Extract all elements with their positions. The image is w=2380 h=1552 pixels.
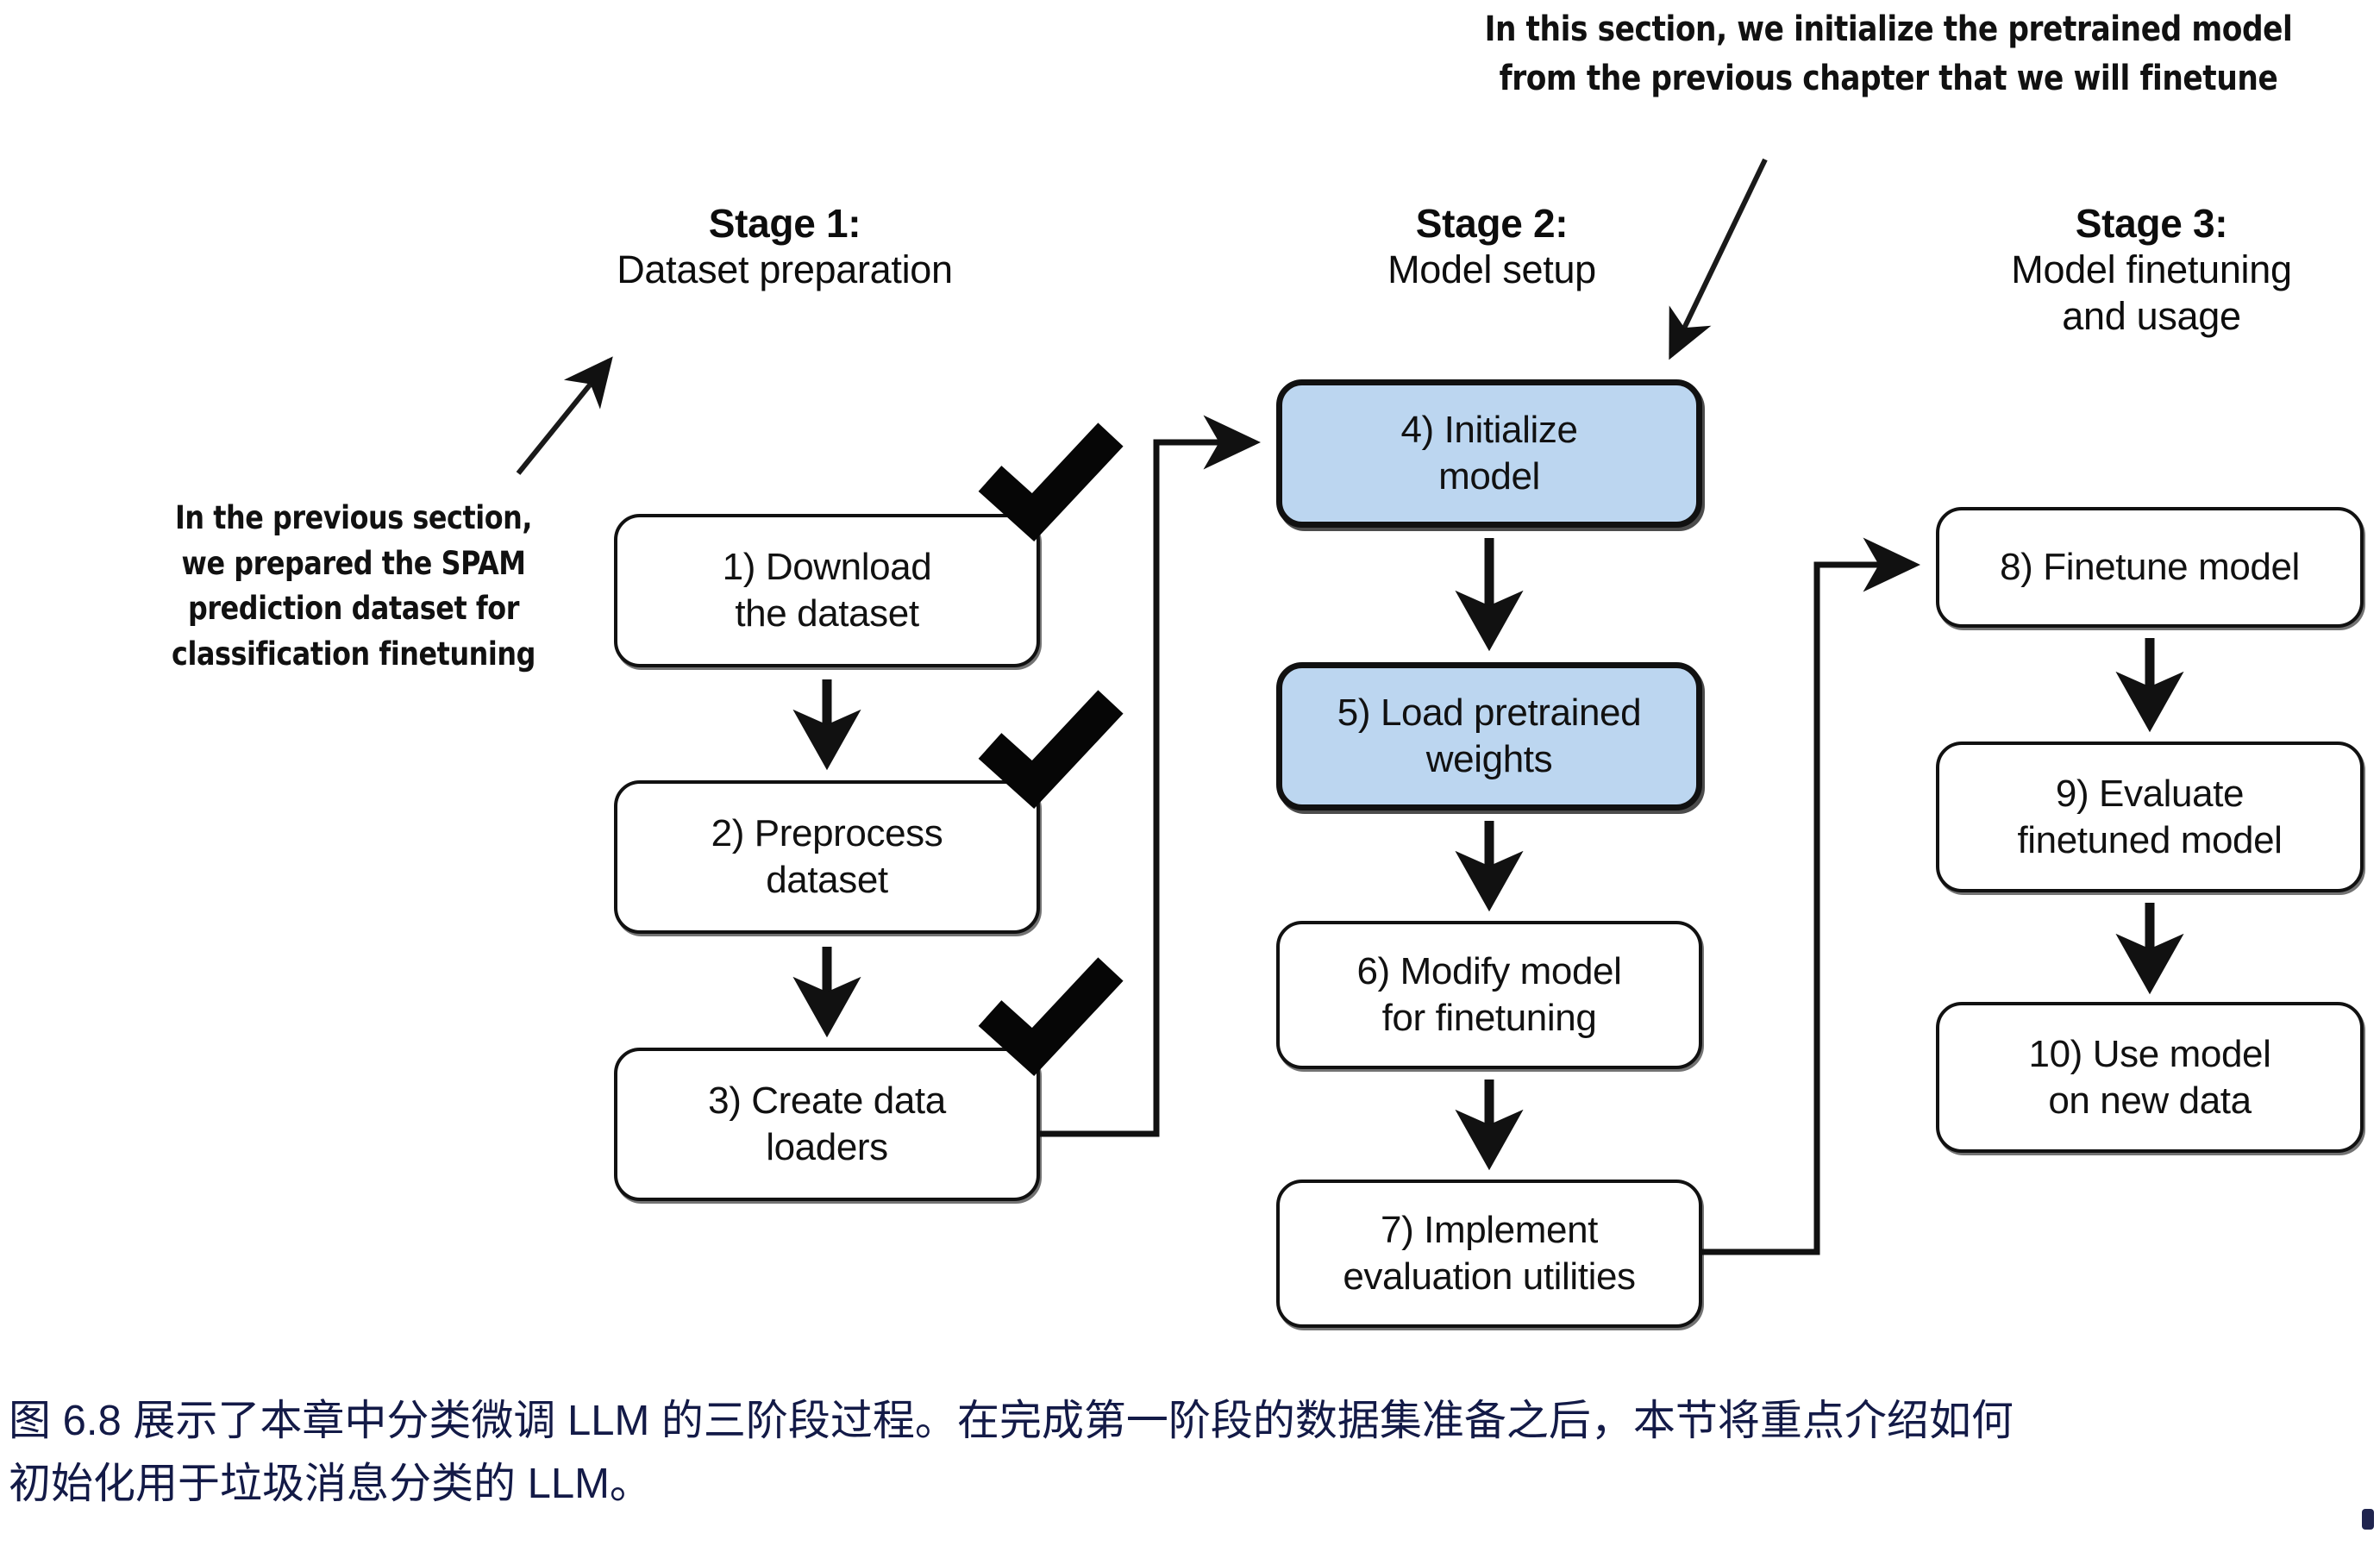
stage-3-heading: Stage 3: Model finetuning and usage <box>1914 200 2380 340</box>
step-box-finetune-model[interactable]: 8) Finetune model <box>1936 507 2364 628</box>
check-icon-create-data-loaders <box>978 957 1124 1076</box>
stage-2-heading: Stage 2: Model setup <box>1268 200 1716 293</box>
stage-3-title: Stage 3: <box>2075 201 2228 246</box>
connector-stage1-to-stage2 <box>1040 415 1261 1137</box>
connector-stage2-to-stage3 <box>1702 537 1920 1255</box>
stage-1-subtitle: Dataset preparation <box>617 247 953 292</box>
step-box-use-model-on-new-data[interactable]: 10) Use model on new data <box>1936 1002 2364 1153</box>
stage-2-subtitle: Model setup <box>1387 247 1596 292</box>
text-caret <box>2362 1509 2374 1530</box>
check-icon-download-dataset <box>978 422 1124 541</box>
step-box-initialize-model[interactable]: 4) Initialize model <box>1276 379 1702 528</box>
check-icon-preprocess-dataset <box>978 690 1124 809</box>
step-box-download-dataset[interactable]: 1) Download the dataset <box>614 514 1040 667</box>
callout-previous-section-spam: In the previous section, we prepared the… <box>172 499 536 673</box>
stage-2-title: Stage 2: <box>1415 201 1569 246</box>
step-box-modify-model-for-finetuning[interactable]: 6) Modify model for finetuning <box>1276 921 1702 1069</box>
stage-1-heading: Stage 1: Dataset preparation <box>483 200 1087 293</box>
step-box-preprocess-dataset[interactable]: 2) Preprocess dataset <box>614 780 1040 934</box>
stage-3-subtitle: Model finetuning and usage <box>2011 247 2292 339</box>
callout-arrow-icon-to-stage1 <box>516 356 613 475</box>
stage-1-title: Stage 1: <box>708 201 861 246</box>
figure-caption: 图 6.8 展示了本章中分类微调 LLM 的三阶段过程。在完成第一阶段的数据集准… <box>9 1398 2014 1507</box>
step-box-load-pretrained-weights[interactable]: 5) Load pretrained weights <box>1276 662 1702 810</box>
step-box-evaluate-finetuned-model[interactable]: 9) Evaluate finetuned model <box>1936 742 2364 892</box>
callout-initialize-pretrained-model: In this section, we initialize the pretr… <box>1484 9 2293 98</box>
step-box-implement-evaluation-utilities[interactable]: 7) Implement evaluation utilities <box>1276 1180 1702 1328</box>
step-box-create-data-loaders[interactable]: 3) Create data loaders <box>614 1048 1040 1201</box>
